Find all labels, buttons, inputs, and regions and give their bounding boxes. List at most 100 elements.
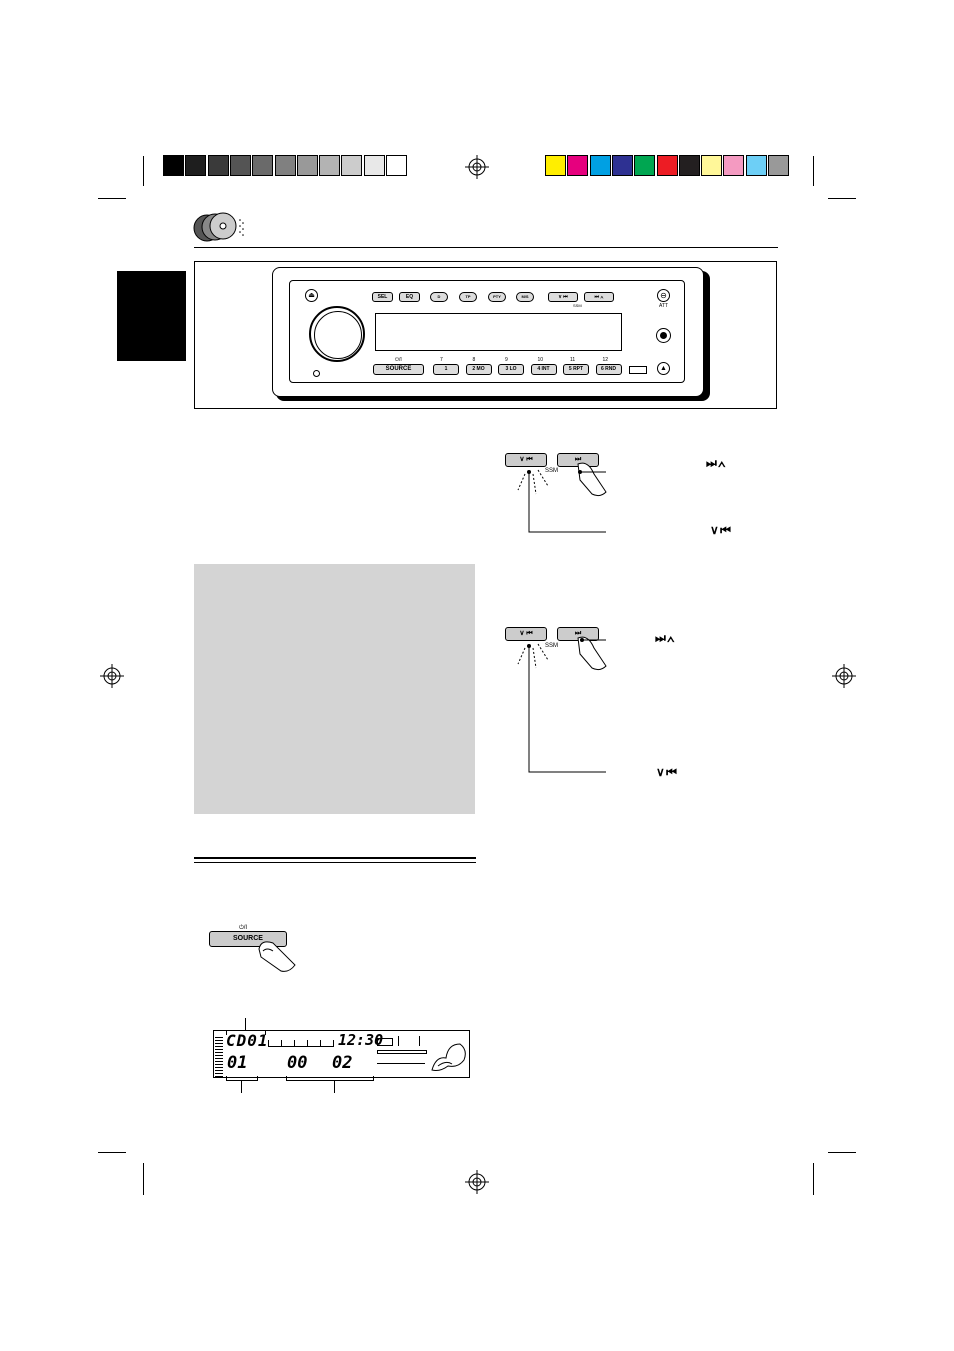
reset-button[interactable] bbox=[313, 370, 320, 377]
color-swatch bbox=[701, 155, 723, 176]
gray-swatch bbox=[185, 155, 207, 176]
gray-swatch bbox=[274, 155, 296, 176]
att-button[interactable]: ⊖ bbox=[657, 289, 670, 302]
color-swatch bbox=[656, 155, 678, 176]
crop-mark bbox=[98, 1152, 126, 1153]
callout-bracket bbox=[226, 1030, 266, 1035]
diagram1-down-button: ∨ ⏮ bbox=[505, 453, 547, 467]
control-indicator bbox=[629, 366, 647, 374]
gray-swatch bbox=[341, 155, 363, 176]
eq-button[interactable]: EQ bbox=[399, 292, 420, 302]
color-swatch bbox=[678, 155, 700, 176]
level-meter bbox=[215, 1037, 223, 1077]
lcd-minutes: 00 bbox=[287, 1053, 308, 1073]
lcd-animation-icon bbox=[431, 1043, 466, 1071]
color-swatch bbox=[723, 155, 745, 176]
preset-button-1[interactable]: 1 bbox=[433, 364, 459, 375]
att-label: ATT bbox=[659, 303, 669, 309]
cd-stack-icon bbox=[193, 212, 244, 242]
note-box bbox=[194, 564, 475, 814]
gray-swatch bbox=[363, 155, 385, 176]
diagram2-lines bbox=[517, 636, 607, 773]
diagram1-up-label: ⏭ ∧ bbox=[706, 456, 725, 470]
seek-down-button[interactable]: ∨ ⏮ bbox=[548, 292, 578, 302]
color-swatch bbox=[634, 155, 656, 176]
color-swatch bbox=[611, 155, 633, 176]
gray-swatch bbox=[386, 155, 407, 176]
display-window bbox=[375, 313, 622, 351]
pty-button[interactable]: PTY bbox=[488, 292, 506, 302]
lcd-bracket bbox=[398, 1036, 420, 1046]
volume-knob[interactable] bbox=[309, 306, 365, 362]
crop-mark bbox=[813, 1163, 814, 1195]
preset-number: 9 bbox=[505, 357, 508, 363]
gray-swatch bbox=[163, 155, 184, 176]
crop-mark bbox=[98, 198, 126, 199]
callout-line bbox=[241, 1081, 242, 1093]
registration-mark-icon bbox=[465, 155, 489, 179]
preset-number: 8 bbox=[472, 357, 476, 363]
aux-jack[interactable] bbox=[656, 328, 671, 343]
ssm-label: SSM bbox=[573, 303, 582, 308]
color-swatch bbox=[768, 155, 789, 176]
crop-mark bbox=[813, 156, 814, 186]
seek-up-button[interactable]: ⏭ ∧ bbox=[584, 292, 614, 302]
ms-button[interactable]: M/S bbox=[516, 292, 534, 302]
preset-number: 10 bbox=[537, 357, 544, 363]
color-swatch bbox=[567, 155, 589, 176]
diagram2-down-button: ∨ ⏮ bbox=[505, 627, 547, 641]
diagram1-down-label: ∨ ⏮ bbox=[710, 523, 731, 537]
crop-mark bbox=[828, 198, 856, 199]
gray-swatch bbox=[319, 155, 341, 176]
section-rule bbox=[194, 857, 476, 859]
finger-icon bbox=[258, 941, 296, 972]
preset-button-4[interactable]: 4 INT bbox=[530, 364, 557, 375]
preset-button-6[interactable]: 6 RND bbox=[595, 364, 622, 375]
color-swatch bbox=[589, 155, 611, 176]
lcd-indicator bbox=[377, 1038, 393, 1046]
diagram2-up-label: ⏭ ∧ bbox=[655, 631, 674, 645]
crop-mark bbox=[143, 156, 144, 186]
callout-line bbox=[245, 1018, 246, 1030]
release-button[interactable]: ▲ bbox=[657, 362, 670, 375]
crop-mark bbox=[828, 1152, 856, 1153]
section-rule bbox=[194, 247, 778, 248]
receiver-faceplate bbox=[289, 280, 685, 383]
language-tab bbox=[117, 271, 186, 361]
preset-number: 11 bbox=[570, 357, 576, 363]
diagram2-down-label: ∨ ⏮ bbox=[656, 765, 677, 779]
section-rule bbox=[194, 862, 476, 863]
receiver-figure-frame bbox=[194, 261, 777, 409]
lcd-line bbox=[377, 1063, 425, 1064]
gray-swatch bbox=[296, 155, 318, 176]
lcd-track: 01 bbox=[227, 1053, 248, 1073]
tp-button[interactable]: TP bbox=[459, 292, 477, 302]
source-button[interactable]: SOURCE bbox=[373, 364, 424, 375]
diagram1-lines bbox=[517, 462, 607, 533]
lcd-segments bbox=[268, 1040, 334, 1047]
gray-swatch bbox=[229, 155, 251, 176]
callout-bracket bbox=[226, 1076, 258, 1081]
registration-mark-icon bbox=[832, 664, 856, 688]
registration-mark-icon bbox=[100, 664, 124, 688]
preset-button-2[interactable]: 2 MO bbox=[465, 364, 492, 375]
diagram1-ssm-label: SSM bbox=[545, 468, 559, 474]
eject-button[interactable]: ⏏ bbox=[305, 289, 318, 302]
preset-button-3[interactable]: 3 LO bbox=[498, 364, 524, 375]
lcd-disc: CD01 bbox=[226, 1031, 269, 1050]
preset-number: 7 bbox=[440, 357, 443, 363]
diagram2-ssm-label: SSM bbox=[545, 643, 559, 649]
color-swatch bbox=[545, 155, 566, 176]
preset-button-5[interactable]: 5 RPT bbox=[563, 364, 589, 375]
lcd-seconds: 02 bbox=[332, 1053, 353, 1073]
source-power-label: ⏻/I bbox=[239, 925, 248, 931]
d-button[interactable]: D bbox=[430, 292, 448, 302]
preset-number: 12 bbox=[602, 357, 609, 363]
color-swatch bbox=[745, 155, 767, 176]
callout-bracket bbox=[286, 1076, 374, 1081]
registration-mark-icon bbox=[465, 1170, 489, 1194]
gray-swatch bbox=[207, 155, 229, 176]
sel-button[interactable]: SEL bbox=[372, 292, 393, 302]
gray-swatch bbox=[252, 155, 274, 176]
crop-mark bbox=[143, 1163, 144, 1195]
